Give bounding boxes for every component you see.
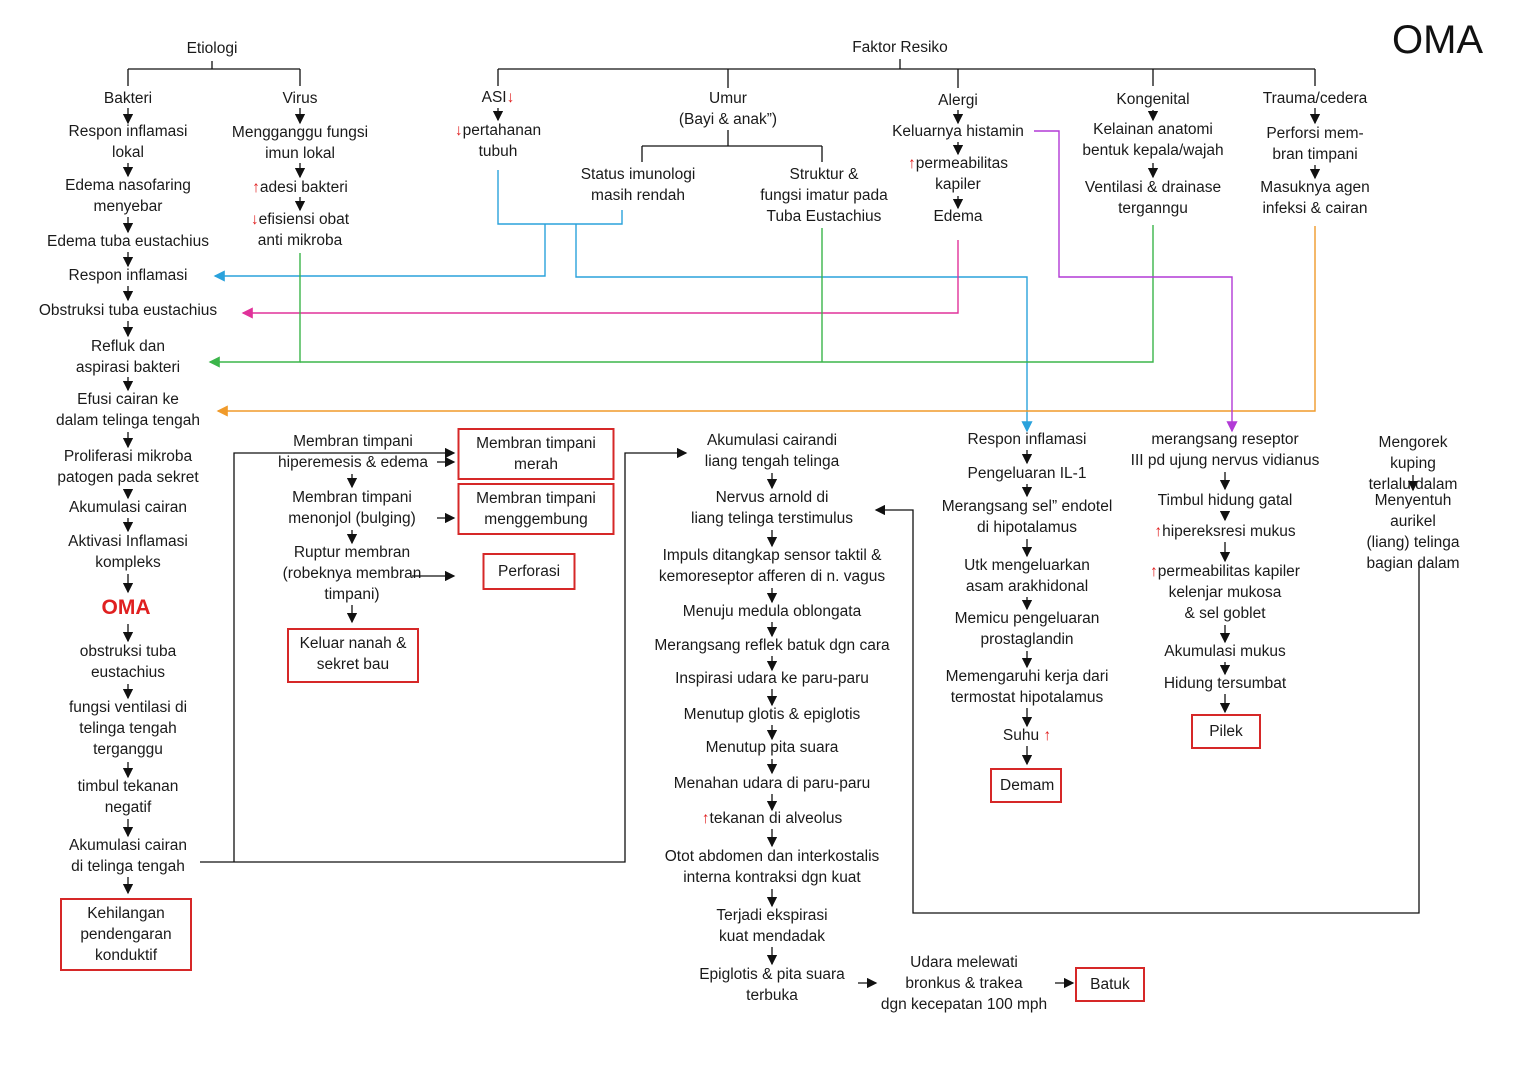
after-oma-step: Akumulasi cairan di telinga tengah xyxy=(68,837,188,875)
virus-step-adesi: ↑adesi bakteri xyxy=(252,179,348,196)
batuk-step: Menutup glotis & epiglotis xyxy=(683,706,861,723)
etiologi-label: Etiologi xyxy=(186,40,238,57)
demam-step: Respon inflamasi xyxy=(967,431,1087,448)
batuk-step: Merangsang reflek batuk dgn cara xyxy=(654,637,890,654)
alergi-step: Edema xyxy=(933,208,983,225)
pilek-step: merangsang reseptor III pd ujung nervus … xyxy=(1130,431,1320,469)
virus-label: Virus xyxy=(282,90,318,107)
outcome-hearing-loss: Kehilangan pendengaran konduktif xyxy=(60,898,192,971)
demam-step: Utk mengeluarkan asam arakhidonal xyxy=(964,557,1090,595)
after-oma-step: fungsi ventilasi di telinga tengah terga… xyxy=(68,699,188,758)
demam-step-suhu: Suhu ↑ xyxy=(1002,727,1052,744)
batuk-step: Menahan udara di paru-paru xyxy=(673,775,871,792)
arrow-down-red-icon: ↓ xyxy=(250,211,259,228)
outcome-demam: Demam xyxy=(990,768,1062,803)
main-step: Akumulasi cairan xyxy=(68,499,188,516)
kongenital-step: Ventilasi & drainase terganngu xyxy=(1084,179,1222,217)
batuk-step-tekanan: ↑tekanan di alveolus xyxy=(701,810,843,827)
main-step: Refluk dan aspirasi bakteri xyxy=(75,338,181,376)
demam-step: Memicu pengeluaran prostaglandin xyxy=(954,610,1100,648)
batuk-step: Inspirasi udara ke paru-paru xyxy=(675,670,869,687)
outcome-nanah: Keluar nanah & sekret bau xyxy=(287,628,419,683)
asi-label: ASI↓ xyxy=(481,89,515,106)
main-step: Efusi cairan ke dalam telinga tengah xyxy=(56,391,200,429)
outcome-membran-menggembung: Membran timpani menggembung xyxy=(457,483,615,535)
batuk-step: Impuls ditangkap sensor taktil & kemores… xyxy=(658,547,886,585)
batuk-step: Akumulasi cairandi liang tengah telinga xyxy=(704,432,840,470)
bakteri-step: Respon inflamasi lokal xyxy=(68,123,188,161)
batuk-step: Terjadi ekspirasi kuat mendadak xyxy=(716,907,828,945)
outcome-pilek: Pilek xyxy=(1191,714,1261,749)
outcome-membran-merah: Membran timpani merah xyxy=(457,428,615,480)
bakteri-step: Edema tuba eustachius xyxy=(47,233,209,250)
arrow-up-red-icon: ↑ xyxy=(1043,727,1052,744)
oma-center-label: OMA xyxy=(101,596,151,619)
main-step: Respon inflamasi xyxy=(68,267,188,284)
diagram-title: OMA xyxy=(1392,18,1484,62)
batuk-tail: Udara melewati bronkus & trakea dgn kece… xyxy=(880,954,1048,1013)
trauma-step: Perforsi mem- bran timpani xyxy=(1266,125,1364,163)
trauma-step: Masuknya agen infeksi & cairan xyxy=(1260,179,1370,217)
kongenital-step: Kelainan anatomi bentuk kepala/wajah xyxy=(1082,121,1224,159)
after-oma-step: obstruksi tuba eustachius xyxy=(79,643,177,681)
arrow-up-red-icon: ↑ xyxy=(701,810,710,827)
main-step: Aktivasi Inflamasi kompleks xyxy=(68,533,188,571)
bakteri-step: Edema nasofaring menyebar xyxy=(65,177,191,215)
membran-step: Ruptur membran (robeknya membran timpani… xyxy=(282,544,422,603)
main-step: Obstruksi tuba eustachius xyxy=(38,302,218,319)
alergi-label: Alergi xyxy=(938,92,978,109)
pilek-step: Hidung tersumbat xyxy=(1163,675,1287,692)
pilek-step-hipereksresi: ↑hipereksresi mukus xyxy=(1154,523,1296,540)
batuk-step: Nervus arnold di liang telinga terstimul… xyxy=(691,489,853,527)
arrow-up-red-icon: ↑ xyxy=(252,179,260,196)
arrow-down-red-icon: ↓ xyxy=(506,89,515,106)
membran-step: Membran timpani menonjol (bulging) xyxy=(288,489,416,527)
alergi-step: Keluarnya histamin xyxy=(892,123,1024,140)
batuk-step: Menutup pita suara xyxy=(705,739,839,756)
kuping-step: Mengorek kuping terlalu dalam xyxy=(1368,434,1458,493)
pilek-step-permeabilitas: ↑permeabilitas kapiler kelenjar mukosa &… xyxy=(1150,563,1300,622)
virus-step-efisiensi: ↓efisiensi obat anti mikroba xyxy=(250,211,350,249)
alergi-step-permeabilitas: ↑permeabilitas kapiler xyxy=(908,155,1008,193)
bakteri-label: Bakteri xyxy=(103,90,153,107)
arrow-up-red-icon: ↑ xyxy=(1154,523,1163,540)
after-oma-step: timbul tekanan negatif xyxy=(77,778,179,816)
umur-left: Status imunologi masih rendah xyxy=(580,166,696,204)
asi-step: ↓pertahanan tubuh xyxy=(454,122,542,160)
membran-step: Membran timpani hiperemesis & edema xyxy=(278,433,428,471)
batuk-step: Otot abdomen dan interkostalis interna k… xyxy=(664,848,880,886)
arrow-up-red-icon: ↑ xyxy=(908,155,916,172)
kongenital-label: Kongenital xyxy=(1116,91,1190,108)
outcome-perforasi: Perforasi xyxy=(482,553,576,590)
faktor-resiko-label: Faktor Resiko xyxy=(852,39,948,56)
batuk-step: Menuju medula oblongata xyxy=(682,603,862,620)
batuk-step: Epiglotis & pita suara terbuka xyxy=(699,966,845,1004)
trauma-label: Trauma/cedera xyxy=(1262,90,1368,107)
demam-step: Pengeluaran IL-1 xyxy=(967,465,1087,482)
arrow-down-red-icon: ↓ xyxy=(454,122,463,139)
umur-label: Umur (Bayi & anak”) xyxy=(678,90,778,128)
kuping-step: Menyentuh aurikel (liang) telinga bagian… xyxy=(1366,492,1460,572)
main-step: Proliferasi mikroba patogen pada sekret xyxy=(57,448,199,486)
umur-right: Struktur & fungsi imatur pada Tuba Eusta… xyxy=(760,166,888,225)
virus-step: Mengganggu fungsi imun lokal xyxy=(231,124,369,162)
demam-step: Merangsang sel” endotel di hipotalamus xyxy=(941,498,1113,536)
pilek-step: Timbul hidung gatal xyxy=(1157,492,1293,509)
outcome-batuk: Batuk xyxy=(1075,967,1145,1002)
demam-step: Memengaruhi kerja dari termostat hipotal… xyxy=(945,668,1109,706)
arrow-up-red-icon: ↑ xyxy=(1150,563,1158,580)
pilek-step: Akumulasi mukus xyxy=(1164,643,1286,660)
